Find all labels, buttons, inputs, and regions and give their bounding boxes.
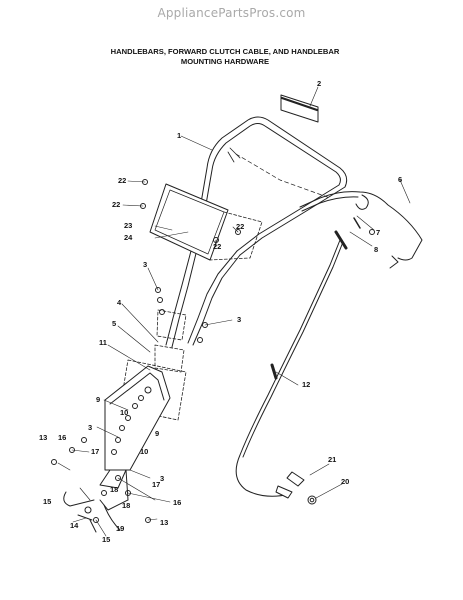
diagram-title: HANDLEBARS, FORWARD CLUTCH CABLE, AND HA… bbox=[60, 47, 390, 67]
title-line-2: MOUNTING HARDWARE bbox=[180, 57, 270, 66]
callout-8: 8 bbox=[374, 245, 378, 254]
callout-3-right: 3 bbox=[237, 315, 241, 324]
callout-6: 6 bbox=[398, 175, 402, 184]
callout-22-right: 22 bbox=[236, 222, 244, 231]
callout-labels: 1 2 6 7 8 12 21 20 22 22 23 24 22 22 3 3… bbox=[39, 79, 402, 544]
right-handlebar-tube bbox=[187, 250, 241, 346]
callout-21: 21 bbox=[328, 455, 336, 464]
callout-3-lower-right: 3 bbox=[160, 474, 164, 483]
callout-5: 5 bbox=[112, 319, 116, 328]
watermark-text: AppliancePartsPros.com bbox=[157, 6, 306, 20]
callout-7: 7 bbox=[376, 228, 380, 237]
callout-3-lower-left: 3 bbox=[88, 423, 92, 432]
lower-left-assembly bbox=[63, 490, 121, 533]
callout-15-left: 15 bbox=[43, 497, 51, 506]
callout-14: 14 bbox=[70, 521, 79, 530]
decal-part bbox=[280, 94, 319, 123]
lower-mount-column bbox=[99, 365, 171, 511]
callout-22-lower: 22 bbox=[213, 242, 221, 251]
callout-13-left: 13 bbox=[39, 433, 47, 442]
callout-22-top: 22 bbox=[118, 176, 126, 185]
callout-18-upper: 18 bbox=[110, 485, 118, 494]
callout-10-lower: 10 bbox=[140, 447, 148, 456]
callout-3-upper-left: 3 bbox=[143, 260, 147, 269]
callout-12: 12 bbox=[302, 380, 310, 389]
callout-10-upper: 10 bbox=[120, 408, 128, 417]
cable-end-fittings bbox=[275, 471, 317, 505]
callout-2: 2 bbox=[317, 79, 321, 88]
callout-17-left: 17 bbox=[91, 447, 99, 456]
hardware-fasteners bbox=[51, 179, 375, 523]
callout-1: 1 bbox=[177, 131, 181, 140]
control-panel-plate bbox=[149, 183, 263, 261]
callout-19: 19 bbox=[116, 524, 124, 533]
callout-9-right: 9 bbox=[155, 429, 159, 438]
callout-4: 4 bbox=[117, 298, 122, 307]
callout-13-right: 13 bbox=[160, 518, 168, 527]
callout-20: 20 bbox=[341, 477, 349, 486]
callout-16-right: 16 bbox=[173, 498, 181, 507]
upper-handlebar bbox=[195, 116, 348, 256]
callout-15-lower: 15 bbox=[102, 535, 110, 544]
callout-23: 23 bbox=[124, 221, 132, 230]
leader-lines bbox=[57, 86, 411, 537]
title-line-1: HANDLEBARS, FORWARD CLUTCH CABLE, AND HA… bbox=[110, 47, 340, 56]
callout-11: 11 bbox=[99, 338, 107, 347]
callout-24: 24 bbox=[124, 233, 133, 242]
forward-clutch-cable bbox=[299, 191, 423, 269]
left-handlebar-tube bbox=[165, 231, 202, 348]
control-cable bbox=[235, 217, 361, 497]
callout-17-right: 17 bbox=[152, 480, 160, 489]
callout-9-left: 9 bbox=[96, 395, 100, 404]
callout-18-lower: 18 bbox=[122, 501, 130, 510]
callout-16-left: 16 bbox=[58, 433, 66, 442]
callout-22-mid: 22 bbox=[112, 200, 120, 209]
